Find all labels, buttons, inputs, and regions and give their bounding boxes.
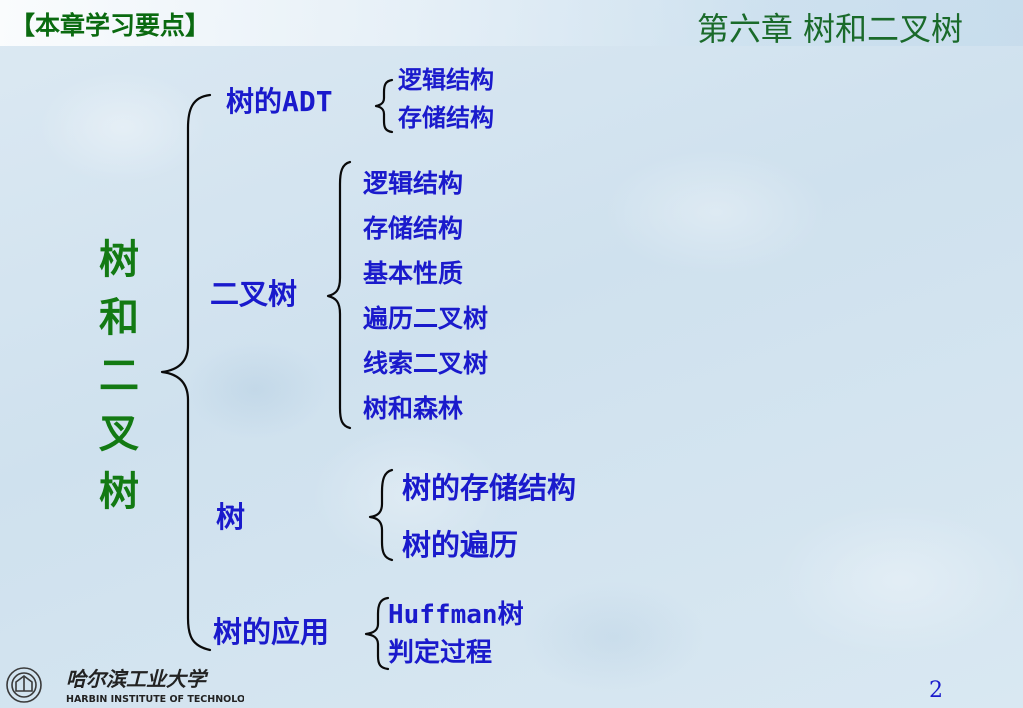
university-emblem-icon xyxy=(6,667,42,703)
binary-item-storage: 存储结构 xyxy=(363,214,464,243)
root-char-5: 树 xyxy=(99,469,139,515)
main-brace xyxy=(160,93,212,652)
branch-label-adt: 树的ADT xyxy=(226,85,333,118)
binary-item-logical: 逻辑结构 xyxy=(363,169,464,198)
section-tag: 【本章学习要点】 xyxy=(10,11,211,40)
university-logo: 哈尔滨工业大学 HARBIN INSTITUTE OF TECHNOLOGY xyxy=(6,667,244,705)
application-item-decision: 判定过程 xyxy=(388,638,493,668)
university-name-en: HARBIN INSTITUTE OF TECHNOLOGY xyxy=(66,694,244,705)
binary-item-forest: 树和森林 xyxy=(363,394,464,423)
page-number: 2 xyxy=(929,678,943,703)
tree-brace xyxy=(368,468,394,562)
application-item-huffman: Huffman树 xyxy=(388,600,524,630)
binary-item-properties: 基本性质 xyxy=(363,259,464,288)
application-brace xyxy=(364,596,390,671)
header-band xyxy=(0,0,1023,46)
adt-item-logical: 逻辑结构 xyxy=(398,66,494,94)
binary-item-traversal: 遍历二叉树 xyxy=(363,304,489,333)
branch-label-tree: 树 xyxy=(216,500,246,534)
adt-item-storage: 存储结构 xyxy=(398,104,494,132)
adt-brace xyxy=(374,78,394,134)
root-char-2: 和 xyxy=(99,295,139,341)
branch-label-binary-tree: 二叉树 xyxy=(210,277,298,311)
university-name: 哈尔滨工业大学 xyxy=(66,667,209,691)
binary-tree-brace xyxy=(326,160,352,430)
tree-item-traversal: 树的遍历 xyxy=(402,528,519,562)
binary-item-threaded: 线索二叉树 xyxy=(363,349,489,378)
chapter-title: 第六章 树和二叉树 xyxy=(696,10,963,48)
root-char-3: 二 xyxy=(99,353,139,399)
root-char-1: 树 xyxy=(99,237,139,283)
tree-item-storage: 树的存储结构 xyxy=(402,471,577,505)
branch-label-application: 树的应用 xyxy=(213,615,330,649)
root-char-4: 叉 xyxy=(99,411,139,457)
